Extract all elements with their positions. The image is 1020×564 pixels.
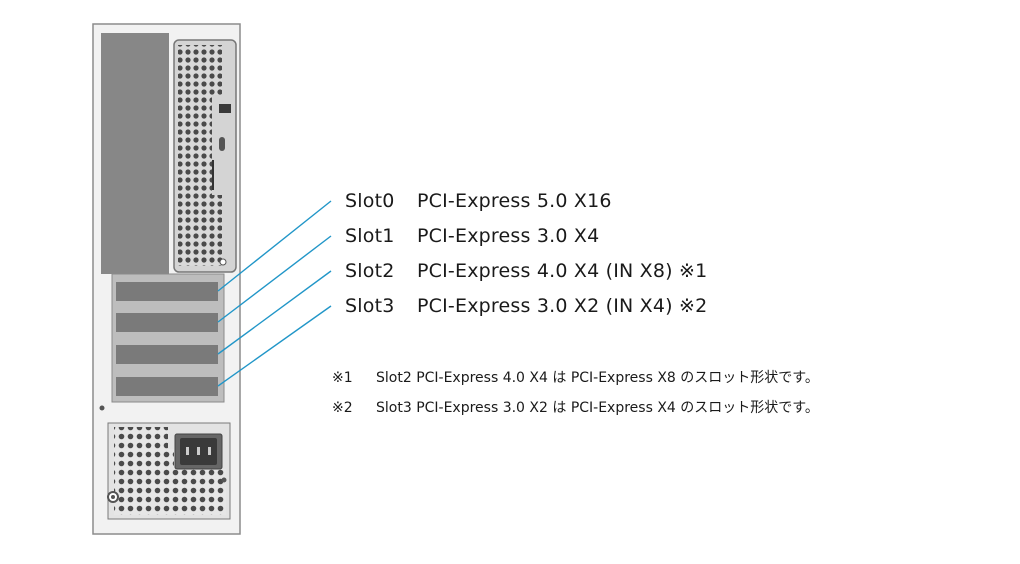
slot2-cover	[116, 345, 218, 364]
screw-side	[99, 405, 105, 411]
leader-line-slot3	[217, 305, 332, 387]
psu-vent-top	[114, 427, 168, 449]
latch	[219, 137, 225, 151]
slot1-name: Slot1	[345, 225, 395, 247]
footnote-2-text: Slot3 PCI-Express 3.0 X2 は PCI-Express X…	[376, 400, 819, 416]
footnote-1: ※1 Slot2 PCI-Express 4.0 X4 は PCI-Express…	[332, 367, 819, 387]
footnote-2: ※2 Slot3 PCI-Express 3.0 X2 は PCI-Express…	[332, 397, 819, 417]
leader-line-slot2	[217, 270, 332, 355]
footnote-2-mark: ※2	[332, 400, 353, 416]
slot3-spec: PCI-Express 3.0 X2 (IN X4) ※2	[417, 295, 708, 317]
leader-line-slot1	[217, 235, 332, 323]
slot0-spec: PCI-Express 5.0 X16	[417, 190, 612, 212]
leader-line-slot0	[217, 200, 332, 292]
slot0-label: Slot0 PCI-Express 5.0 X16	[345, 190, 612, 212]
psu-screw-right	[221, 477, 227, 483]
slot1-cover	[116, 313, 218, 332]
slot1-spec: PCI-Express 3.0 X4	[417, 225, 600, 247]
psu-vent-bottom	[174, 469, 226, 515]
slot2-spec: PCI-Express 4.0 X4 (IN X8) ※1	[417, 260, 708, 282]
screw-upper	[219, 258, 227, 266]
footnote-1-text: Slot2 PCI-Express 4.0 X4 は PCI-Express X…	[376, 370, 819, 386]
slot1-label: Slot1 PCI-Express 3.0 X4	[345, 225, 599, 247]
slot0-name: Slot0	[345, 190, 395, 212]
slot0-cover	[116, 282, 218, 301]
slot3-label: Slot3 PCI-Express 3.0 X2 (IN X4) ※2	[345, 295, 707, 317]
upper-vent-grille-right	[212, 45, 222, 95]
psu-vent-left	[114, 449, 174, 515]
upper-vent-grille	[178, 45, 212, 266]
slot3-name: Slot3	[345, 295, 395, 317]
slot3-cover	[116, 377, 218, 396]
footnote-1-mark: ※1	[332, 370, 353, 386]
io-panel	[101, 33, 169, 274]
slot2-label: Slot2 PCI-Express 4.0 X4 (IN X8) ※1	[345, 260, 707, 282]
upper-vent-grille-right-low	[212, 195, 222, 266]
slot2-name: Slot2	[345, 260, 395, 282]
kensington-slot	[219, 104, 231, 113]
